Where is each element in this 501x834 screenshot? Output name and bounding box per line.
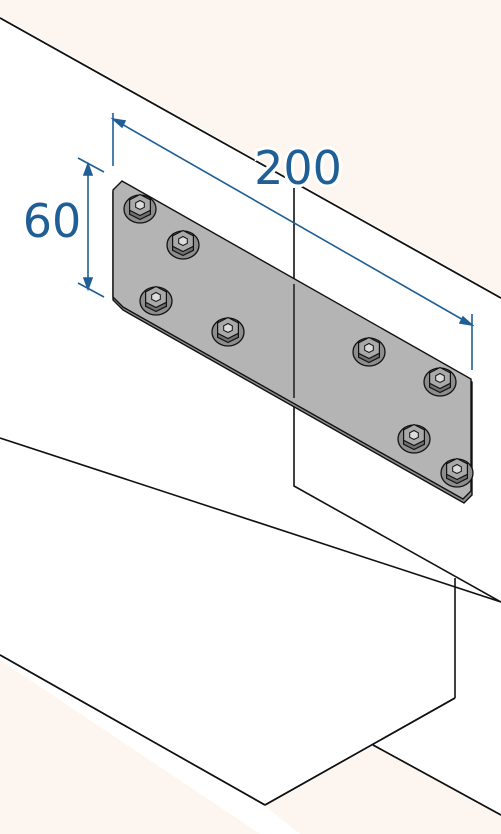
- screw-socket: [409, 429, 419, 441]
- fastener-group: [123, 193, 474, 488]
- screw-socket: [223, 322, 233, 334]
- hex-screw-icon: [423, 366, 457, 397]
- bg-left-bottom: [0, 660, 260, 834]
- hex-screw-icon: [440, 457, 474, 488]
- height-label: 60: [23, 194, 82, 248]
- beam-outlines-top: [0, 17, 501, 816]
- screw-socket: [151, 291, 161, 303]
- hex-screw-icon: [166, 229, 200, 260]
- height-arrow-bottom: [82, 277, 94, 292]
- height-ext-bottom: [77, 282, 105, 298]
- length-dim-line: [112, 118, 473, 326]
- hex-screw-icon: [397, 423, 431, 454]
- height-ext-top: [77, 157, 105, 173]
- hex-screw-icon: [123, 193, 157, 224]
- length-label: 200: [254, 141, 342, 195]
- hex-screw-icon: [139, 285, 173, 316]
- length-arrow-right: [458, 315, 475, 327]
- height-arrow-top: [82, 161, 94, 176]
- screw-socket: [178, 235, 188, 247]
- screw-socket: [364, 342, 374, 354]
- lower-beam-bottom-line-2: [0, 654, 266, 806]
- plate-face: [112, 180, 472, 500]
- length-arrow-left: [110, 117, 127, 129]
- hex-screw-icon: [352, 336, 386, 367]
- screw-socket: [435, 372, 445, 384]
- screw-socket: [135, 199, 145, 211]
- lower-beam-block: [0, 438, 501, 815]
- upper-beam-top-line-2: [0, 17, 501, 299]
- upper-beam-bottom-line: [0, 437, 501, 603]
- lower-beam-corner-line-2: [264, 697, 456, 806]
- hex-screw-icon: [211, 316, 245, 347]
- metal-plate: [112, 180, 473, 504]
- lower-beam-base-line-2: [372, 744, 501, 816]
- bg-top-right: [0, 0, 501, 296]
- screw-socket: [452, 463, 462, 475]
- bg-right-bottom: [265, 746, 501, 834]
- dimension-lines: [77, 113, 475, 370]
